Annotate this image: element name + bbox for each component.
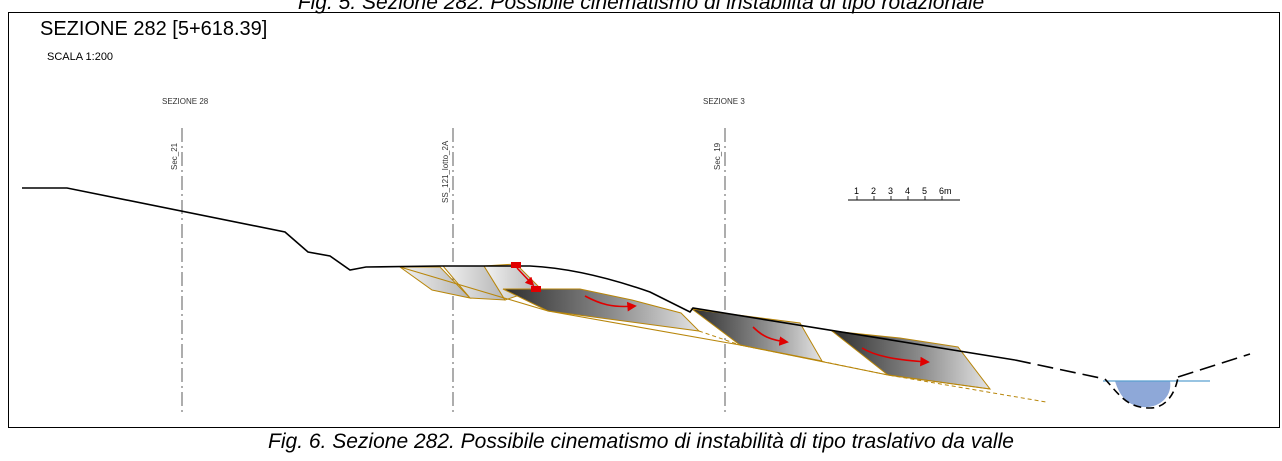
scale-tick-4: 4	[905, 186, 910, 196]
section-title: SEZIONE 282 [5+618.39]	[40, 18, 267, 40]
arrow-block-3	[861, 347, 930, 367]
slide-block-2	[690, 308, 823, 362]
bottom-figure-caption: Fig. 6. Sezione 282. Possibile cinematis…	[268, 430, 1014, 453]
slide-block-1	[502, 288, 701, 332]
reference-sezione-left: SEZIONE 28	[162, 97, 209, 106]
axis-label-ss-121: SS_121_lotto_2A	[441, 140, 450, 203]
movement-arrows	[511, 262, 930, 367]
scale-bar: 1 2 3 4 5 6m	[848, 186, 960, 201]
arrow-block-2	[752, 326, 789, 346]
scale-tick-6m: 6m	[939, 186, 952, 196]
arrow-block-1	[584, 295, 637, 312]
axis-label-sec-21: Sec_21	[170, 142, 179, 170]
slip-surface-extension	[698, 330, 1047, 403]
river-water	[1115, 381, 1171, 408]
ground-profile-dashed-left	[1014, 359, 1106, 380]
scale-tick-3: 3	[888, 186, 893, 196]
ground-profile	[22, 187, 1016, 361]
marker-top	[511, 262, 521, 268]
drawing-frame	[8, 12, 1280, 428]
section-scale: SCALA 1:200	[47, 51, 113, 63]
frame-bottom-rule	[8, 427, 1280, 428]
slide-blocks	[398, 263, 992, 390]
scale-tick-5: 5	[922, 186, 927, 196]
river-bed	[1104, 376, 1179, 409]
scale-tick-1: 1	[854, 186, 859, 196]
scale-tick-2: 2	[871, 186, 876, 196]
marker-bottom	[531, 286, 541, 292]
ground-profile-dashed-right	[1177, 353, 1251, 378]
axis-label-sec-19: Sec_19	[713, 142, 722, 170]
top-figure-caption: Fig. 5. Sezione 282. Possibile cinematis…	[297, 0, 985, 14]
reference-sezione-right: SEZIONE 3	[703, 97, 745, 106]
